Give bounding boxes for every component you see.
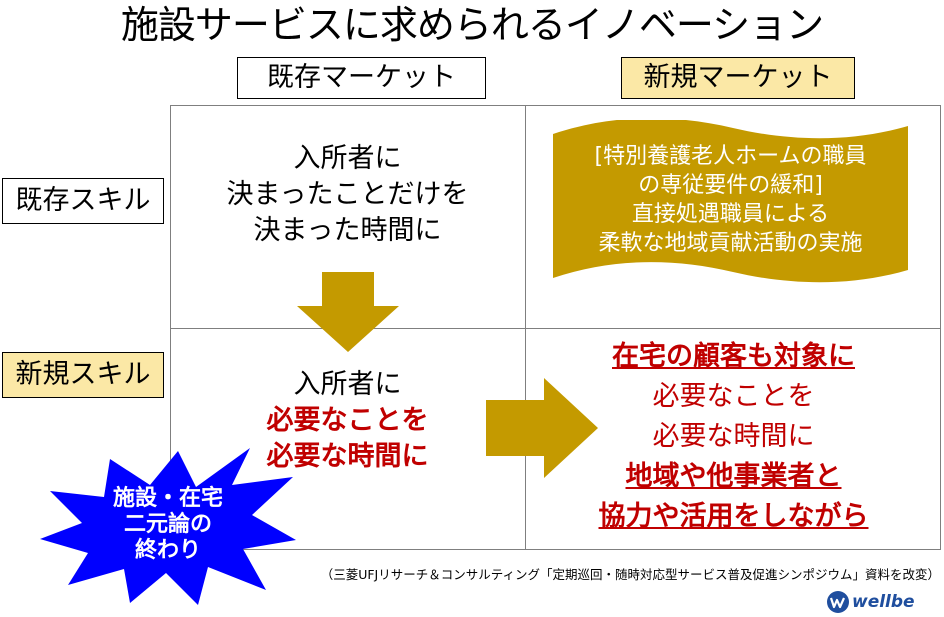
matrix-vertical-divider xyxy=(525,105,526,550)
column-header-new-market: 新規マーケット xyxy=(621,57,855,99)
quadrant-new-skill-existing-market: 入所者に 必要なことを 必要な時間に xyxy=(170,367,525,475)
q1-line-1: 入所者に xyxy=(293,143,402,174)
wellbe-logo: wellbe xyxy=(826,590,941,614)
q4-line-3: 必要な時間に xyxy=(652,421,815,452)
quadrant-existing-skill-existing-market: 入所者に 決まったことだけを 決まった時間に xyxy=(170,141,525,249)
page-title: 施設サービスに求められるイノベーション xyxy=(120,3,824,47)
burst-line-3: 終わり xyxy=(134,538,201,563)
right-arrow-icon xyxy=(486,378,598,478)
q4-line-5: 協力や活用をしながら xyxy=(598,501,869,532)
starburst-shape xyxy=(40,448,296,605)
row-header-new-skill: 新規スキル xyxy=(2,352,164,398)
matrix-horizontal-divider xyxy=(170,328,941,329)
q2-line-3: 直接処遇職員による xyxy=(631,202,830,227)
matrix-grid xyxy=(170,105,941,550)
down-arrow-icon xyxy=(297,272,399,352)
source-citation: （三菱UFJリサーチ＆コンサルティング「定期巡回・随時対応型サービス普及促進シン… xyxy=(320,567,940,582)
q4-line-4: 地域や他事業者と xyxy=(625,461,842,492)
wavy-banner-shape xyxy=(553,120,908,283)
q2-line-4: 柔軟な地域貢献活動の実施 xyxy=(598,231,863,256)
column-header-existing-market: 既存マーケット xyxy=(237,57,486,99)
quadrant-new-skill-new-market: 在宅の顧客も対象に 必要なことを 必要な時間に 地域や他事業者と 協力や活用をし… xyxy=(526,337,941,537)
wellbe-logo-icon xyxy=(827,591,849,613)
burst-line-1: 施設・在宅 xyxy=(112,486,223,511)
q4-line-2: 必要なことを xyxy=(652,381,815,412)
q3-line-2: 必要なことを xyxy=(266,405,429,436)
wellbe-logo-text: wellbe xyxy=(852,592,915,612)
row-header-existing-skill: 既存スキル xyxy=(2,178,164,224)
quadrant-existing-skill-new-market: [特別養護老人ホームの職員 の専従要件の緩和] 直接処遇職員による 柔軟な地域貢… xyxy=(553,142,908,258)
starburst-label: 施設・在宅 二元論の 終わり xyxy=(98,486,238,564)
q4-line-1: 在宅の顧客も対象に xyxy=(612,341,855,372)
q2-line-2: の専従要件の緩和] xyxy=(638,173,823,198)
q2-line-1: [特別養護老人ホームの職員 xyxy=(594,144,867,169)
q3-line-1: 入所者に xyxy=(293,369,402,400)
q3-line-3: 必要な時間に xyxy=(266,441,429,472)
q1-line-3: 決まった時間に xyxy=(253,215,442,246)
burst-line-2: 二元論の xyxy=(123,512,212,537)
q1-line-2: 決まったことだけを xyxy=(226,179,469,210)
